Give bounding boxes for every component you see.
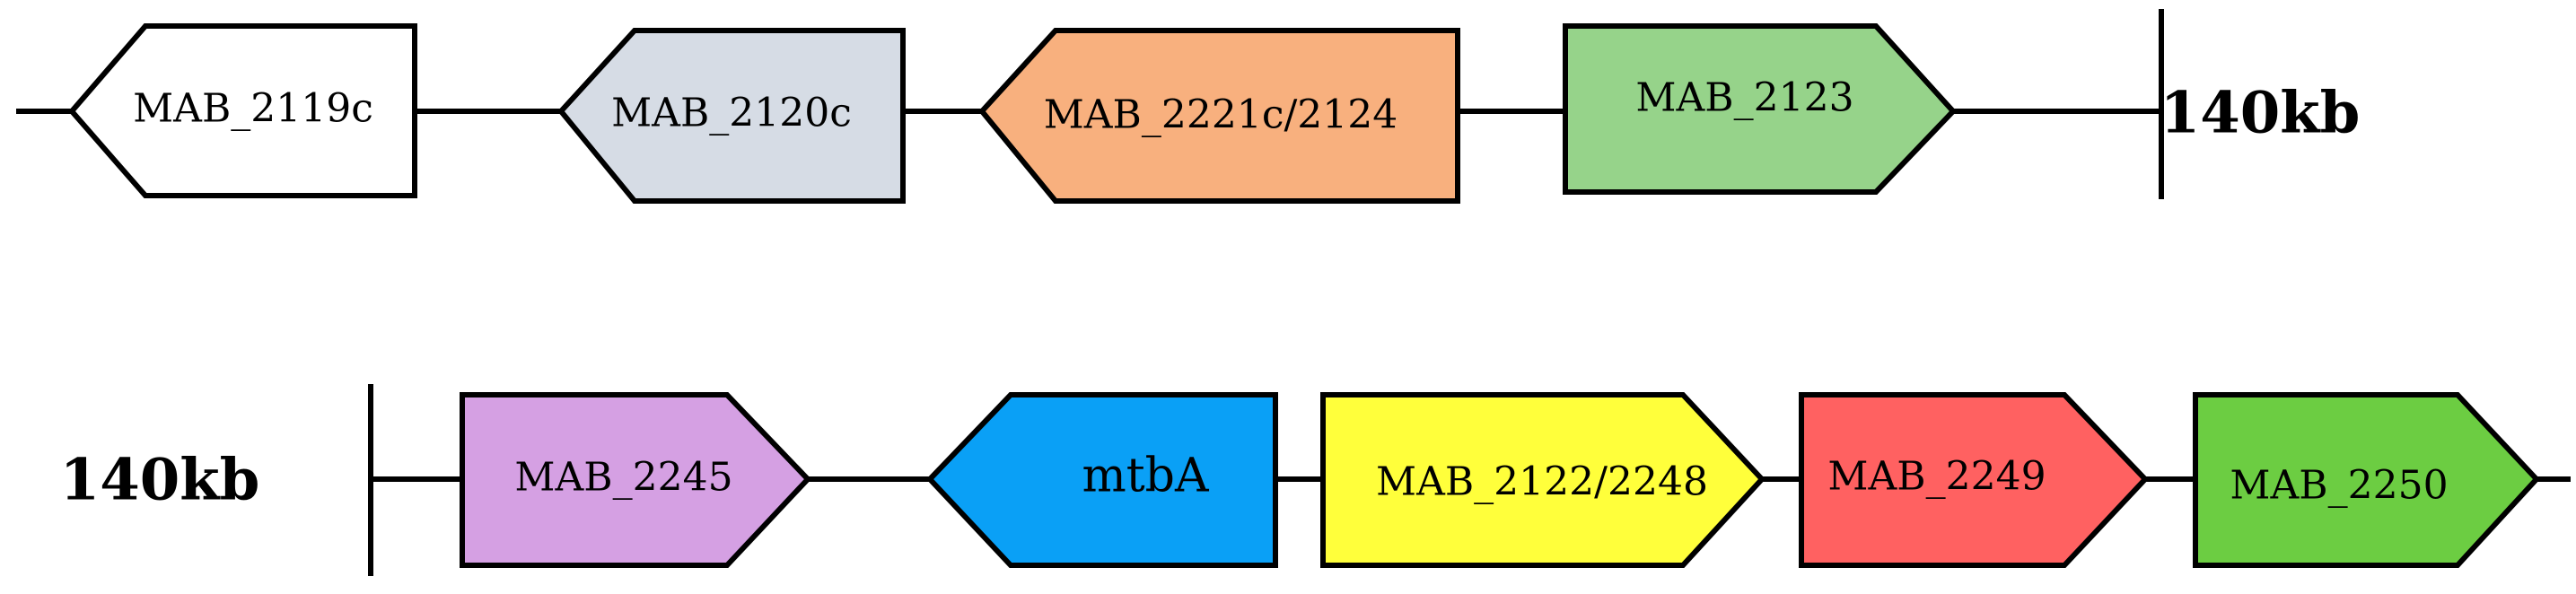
gene-mtbA: mtbA (925, 392, 1278, 568)
gene-MAB_2250: MAB_2250 (2193, 392, 2541, 568)
gene-arrow (1799, 392, 2150, 568)
row-1: 140kb MAB_2119c MAB_2120c MAB_2221c/2124… (16, 9, 2361, 204)
gene-arrow (1563, 23, 1958, 195)
gene-label: MAB_2249 (1827, 454, 2046, 500)
gene-label: MAB_2221c/2124 (1044, 92, 1398, 138)
gene-label: MAB_2245 (514, 455, 732, 501)
gene-MAB_2120c: MAB_2120c (557, 28, 906, 204)
gene-arrow (557, 28, 906, 204)
row-2-scale-label: 140kb (60, 447, 260, 514)
gene-arrow (925, 392, 1278, 568)
gene-arrow (2193, 392, 2541, 568)
gene-MAB_2221c-2124: MAB_2221c/2124 (978, 28, 1460, 204)
gene-MAB_2119c: MAB_2119c (68, 23, 417, 198)
gene-label: MAB_2250 (2230, 463, 2448, 509)
gene-label: MAB_2119c (133, 86, 373, 132)
gene-MAB_2245: MAB_2245 (460, 392, 812, 568)
gene-MAB_2122-2248: MAB_2122/2248 (1320, 392, 1766, 568)
gene-label: mtbA (1082, 450, 1209, 503)
gene-label: MAB_2120c (611, 91, 852, 136)
gene-MAB_2249: MAB_2249 (1799, 392, 2150, 568)
gene-arrow (1320, 392, 1766, 568)
gene-arrow (68, 23, 417, 198)
gene-MAB_2123: MAB_2123 (1563, 23, 1958, 195)
gene-label: MAB_2122/2248 (1376, 459, 1708, 505)
row-1-scale-label: 140kb (2160, 80, 2361, 147)
gene-arrow (978, 28, 1460, 204)
gene-label: MAB_2123 (1635, 75, 1853, 121)
row-2: 140kb MAB_2245 mtbA MAB_2122/2248 MAB_22… (60, 384, 2571, 576)
gene-arrow (460, 392, 812, 568)
